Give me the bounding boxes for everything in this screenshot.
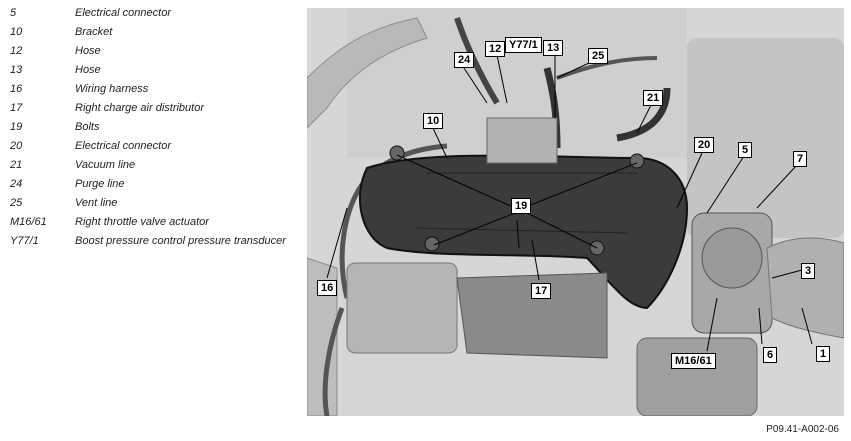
legend-code: 19 bbox=[10, 121, 23, 133]
legend-code: 16 bbox=[10, 83, 23, 95]
callout-24: 24 bbox=[454, 52, 475, 68]
callout-17: 17 bbox=[531, 283, 552, 299]
legend-row: Y77/1 Boost pressure control pressure tra… bbox=[10, 232, 300, 262]
legend-row: 25 Vent line bbox=[10, 194, 300, 213]
legend-row: 5 Electrical connector bbox=[10, 4, 300, 23]
legend-label: Right throttle valve actuator bbox=[75, 216, 209, 228]
callout-10: 10 bbox=[423, 113, 444, 129]
engine-drawing bbox=[307, 8, 844, 416]
legend-row: 12 Hose bbox=[10, 42, 300, 61]
legend-code: 25 bbox=[10, 197, 23, 209]
legend-row: 16 Wiring harness bbox=[10, 80, 300, 99]
legend-label: Bracket bbox=[75, 26, 113, 38]
callout-25: 25 bbox=[588, 48, 609, 64]
callout-1: 1 bbox=[816, 346, 831, 362]
legend-label: Purge line bbox=[75, 178, 125, 190]
legend-code: Y77/1 bbox=[10, 235, 39, 247]
legend-code: 10 bbox=[10, 26, 23, 38]
callout-13: 13 bbox=[543, 40, 564, 56]
legend-code: 5 bbox=[10, 7, 17, 19]
callout-7: 7 bbox=[793, 151, 808, 167]
callout-6: 6 bbox=[763, 347, 778, 363]
callout-20: 20 bbox=[694, 137, 715, 153]
legend-label: Wiring harness bbox=[75, 83, 149, 95]
callout-y77-1: Y77/1 bbox=[505, 37, 542, 53]
document-id: P09.41-A002-06 bbox=[766, 424, 839, 435]
legend-code: 20 bbox=[10, 140, 23, 152]
callout-19: 19 bbox=[511, 198, 532, 214]
legend-code: 13 bbox=[10, 64, 23, 76]
engine-illustration: 24 12 Y77/1 13 25 21 10 20 5 7 19 3 16 1… bbox=[307, 8, 844, 416]
legend-code: 21 bbox=[10, 159, 23, 171]
legend-label: Hose bbox=[75, 45, 101, 57]
callout-m16-61: M16/61 bbox=[671, 353, 716, 369]
callout-16: 16 bbox=[317, 280, 338, 296]
legend-row: 24 Purge line bbox=[10, 175, 300, 194]
callout-5: 5 bbox=[738, 142, 753, 158]
legend-label: Boost pressure control pressure transduc… bbox=[75, 235, 286, 247]
legend-row: 21 Vacuum line bbox=[10, 156, 300, 175]
legend-row: 19 Bolts bbox=[10, 118, 300, 137]
legend-label: Electrical connector bbox=[75, 7, 171, 19]
legend-row: 13 Hose bbox=[10, 61, 300, 80]
legend-row: 17 Right charge air distributor bbox=[10, 99, 300, 118]
callout-21: 21 bbox=[643, 90, 664, 106]
legend-row: 10 Bracket bbox=[10, 23, 300, 42]
legend-code: 12 bbox=[10, 45, 23, 57]
legend-code: M16/61 bbox=[10, 216, 47, 228]
legend-row: M16/61 Right throttle valve actuator bbox=[10, 213, 300, 232]
legend-code: 24 bbox=[10, 178, 23, 190]
legend-label: Bolts bbox=[75, 121, 100, 133]
legend-label: Hose bbox=[75, 64, 101, 76]
legend-code: 17 bbox=[10, 102, 23, 114]
legend-row: 20 Electrical connector bbox=[10, 137, 300, 156]
legend-label: Electrical connector bbox=[75, 140, 171, 152]
legend-label: Right charge air distributor bbox=[75, 102, 205, 114]
callout-12: 12 bbox=[485, 41, 506, 57]
legend-label: Vent line bbox=[75, 197, 118, 209]
callout-3: 3 bbox=[801, 263, 816, 279]
legend-label: Vacuum line bbox=[75, 159, 136, 171]
